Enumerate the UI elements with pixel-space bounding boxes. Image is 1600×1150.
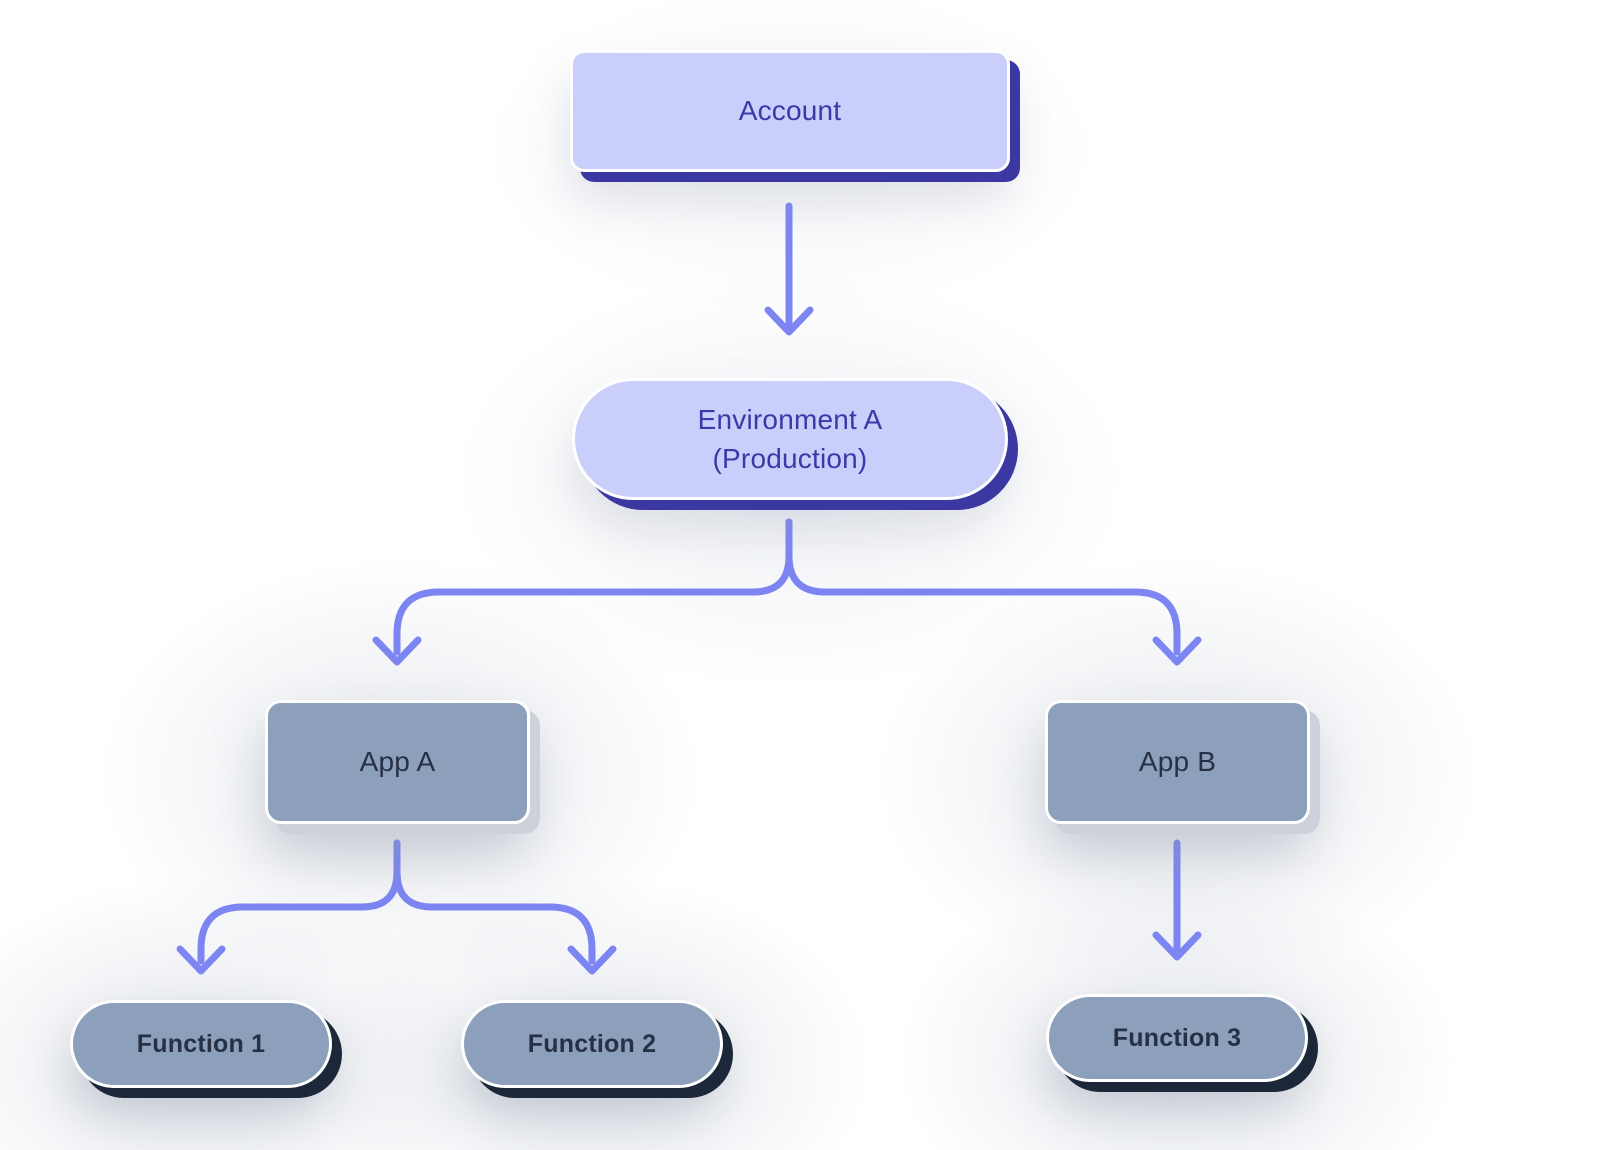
node-account-label: Account <box>738 95 842 127</box>
node-app-b: App B <box>1045 700 1310 824</box>
node-function-1: Function 1 <box>70 1000 332 1088</box>
node-environment-a: Environment A (Production) <box>572 378 1008 500</box>
edge-environment-to-app-a <box>372 518 793 666</box>
arrowhead-icon <box>1152 636 1202 666</box>
arrowhead-icon <box>1152 931 1202 961</box>
edge-app-b-to-function-3 <box>1152 839 1202 961</box>
node-function-1-label: Function 1 <box>136 1029 266 1058</box>
node-account: Account <box>570 50 1010 172</box>
arrowhead-icon <box>372 636 422 666</box>
edge-environment-to-app-b <box>785 518 1202 666</box>
node-function-3: Function 3 <box>1046 994 1308 1082</box>
node-app-a-label: App A <box>359 746 436 778</box>
node-environment-label-line2: (Production) <box>712 443 868 474</box>
edge-app-a-to-function-1 <box>176 839 401 975</box>
arrowhead-icon <box>764 306 814 336</box>
node-function-2: Function 2 <box>461 1000 723 1088</box>
arrowhead-icon <box>567 945 617 975</box>
node-function-2-label: Function 2 <box>527 1029 657 1058</box>
edge-account-to-environment <box>764 202 814 336</box>
node-app-a: App A <box>265 700 530 824</box>
node-environment-label-line1: Environment A <box>697 403 883 435</box>
edge-app-a-to-function-2 <box>393 839 617 975</box>
node-app-b-label: App B <box>1138 746 1217 778</box>
arrowhead-icon <box>176 945 226 975</box>
node-function-3-label: Function 3 <box>1112 1023 1242 1052</box>
